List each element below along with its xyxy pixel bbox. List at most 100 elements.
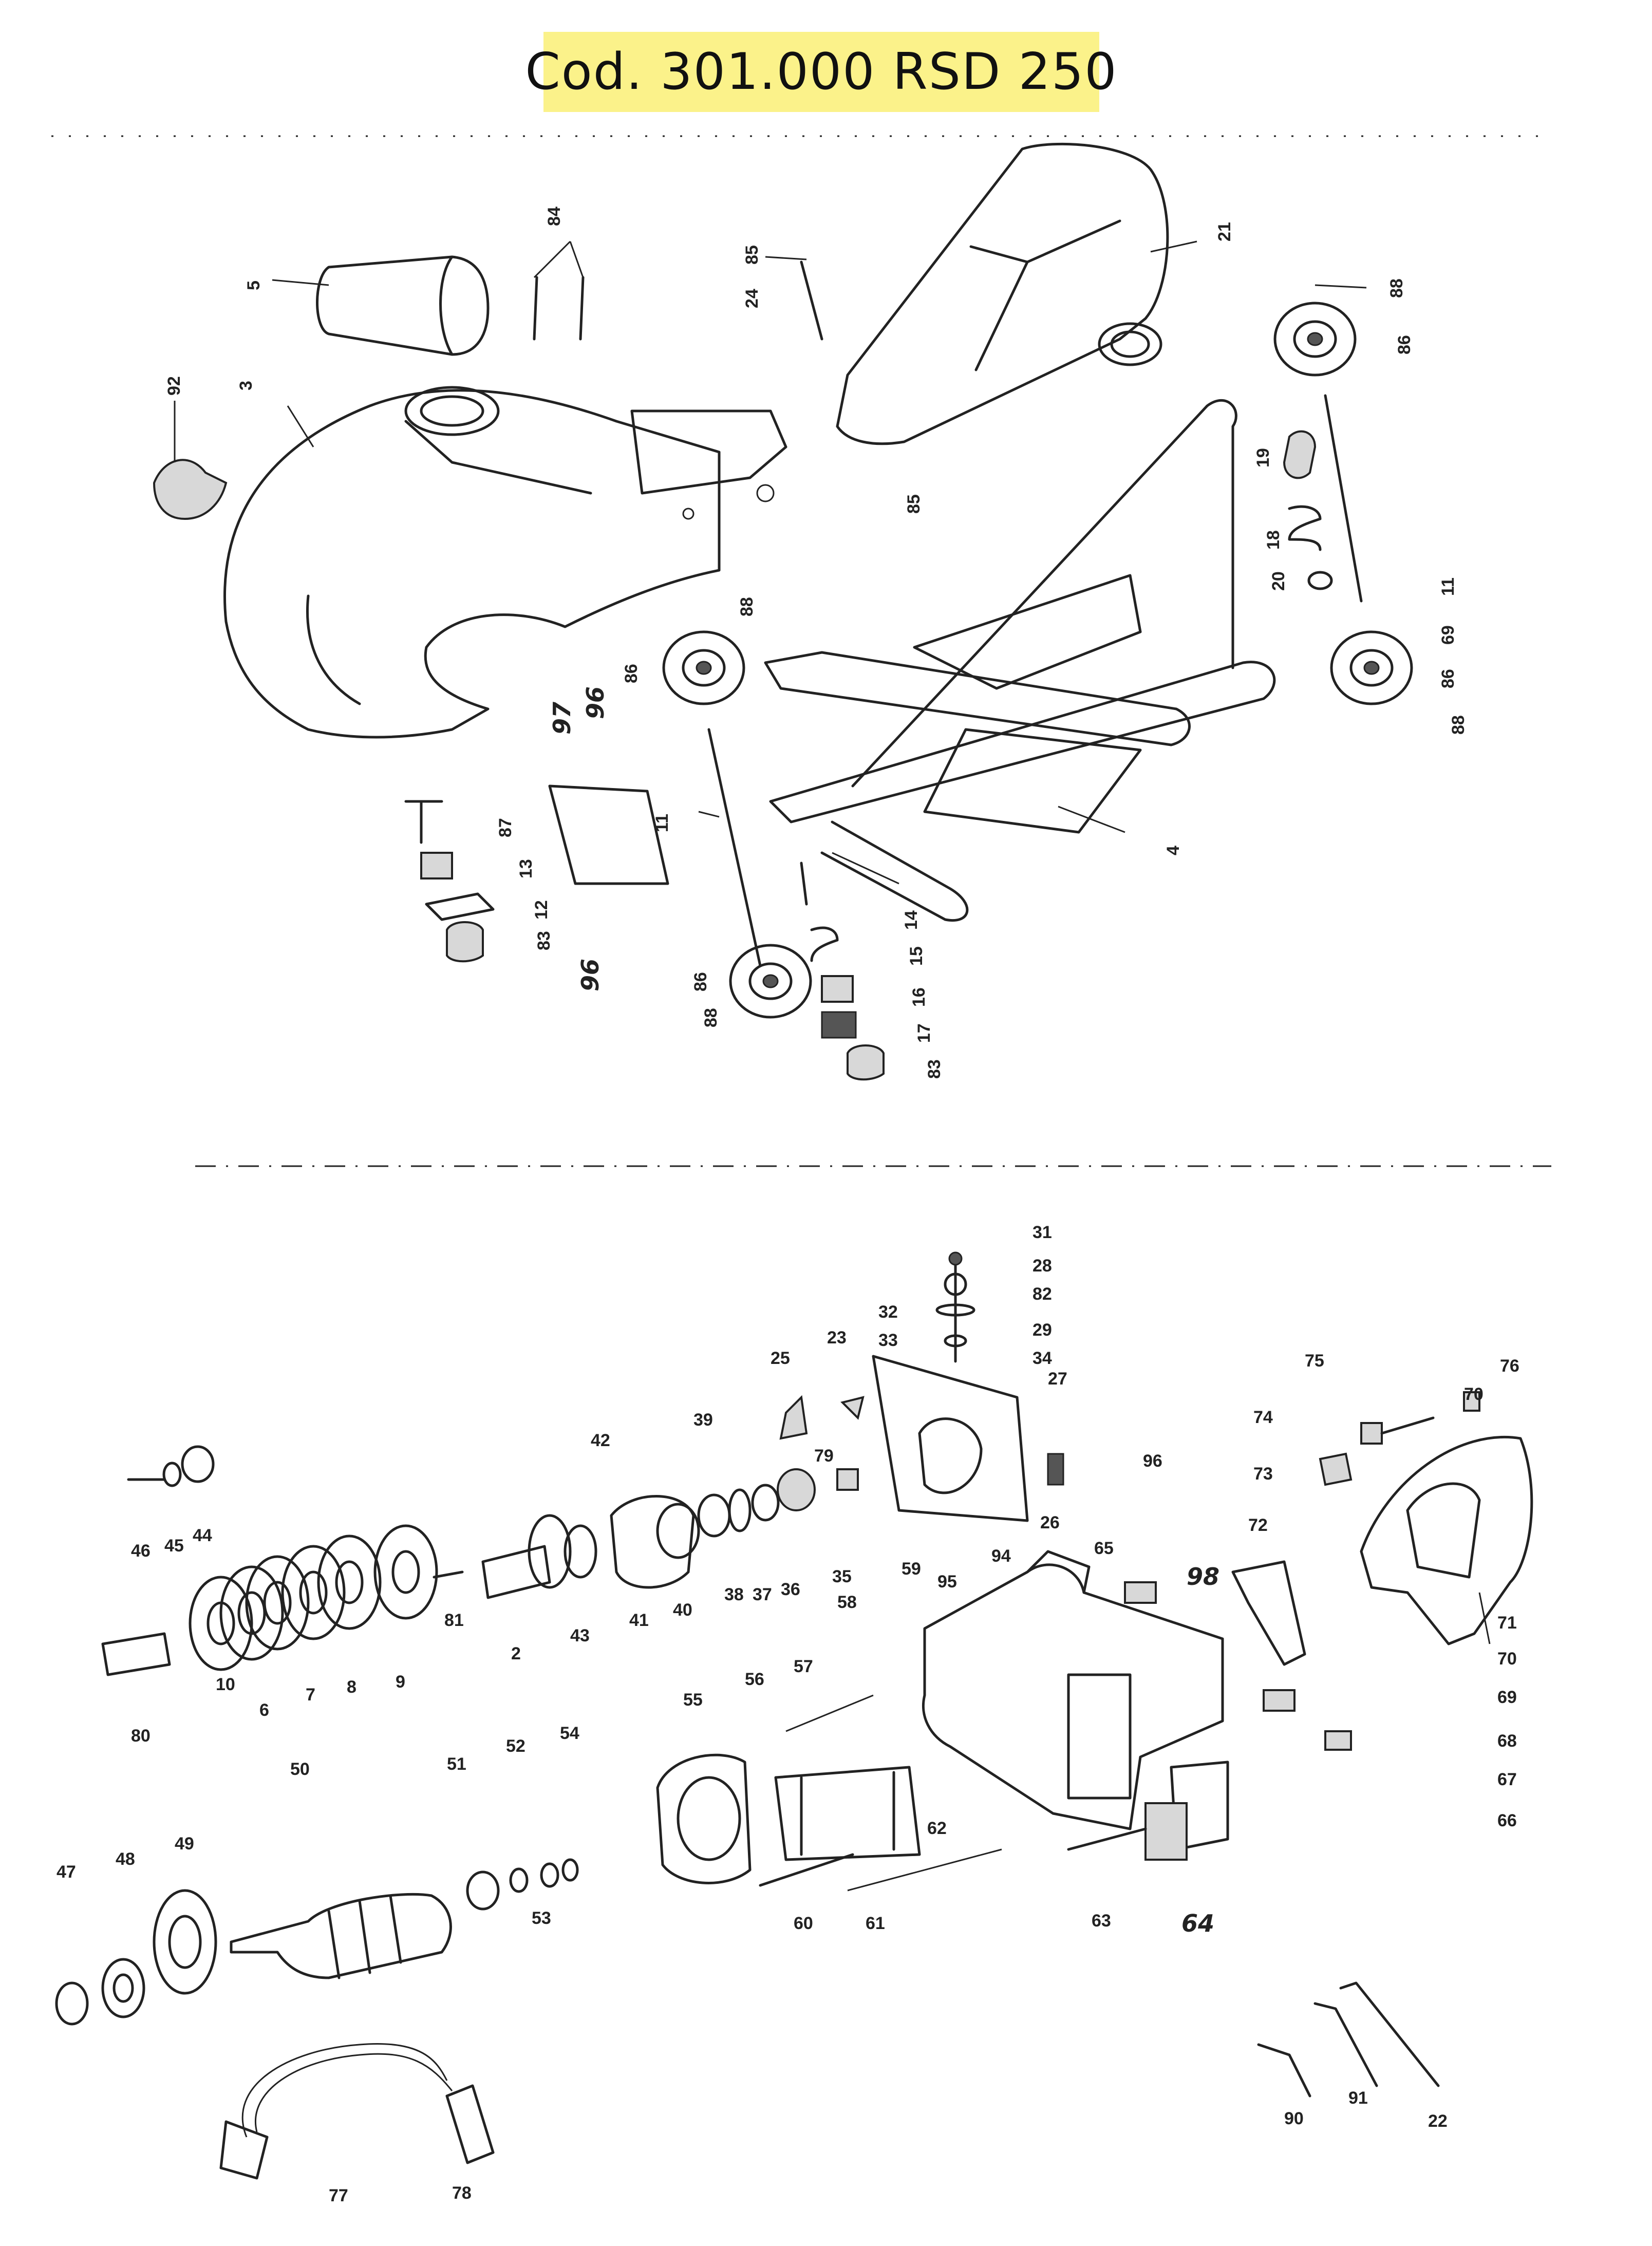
label-lower: 63 (1092, 1911, 1111, 1931)
upper-part-labels: 84 5 85 24 21 88 86 92 3 19 85 18 20 11 … (164, 207, 1468, 1079)
base-frame (764, 399, 1276, 922)
label-lower: 76 (1500, 1356, 1519, 1376)
label-lower: 70 (1464, 1384, 1484, 1404)
label-lower: 35 (832, 1567, 852, 1586)
label-lower: 45 (164, 1536, 184, 1556)
label-upper: 15 (907, 946, 926, 966)
label-lower: 79 (814, 1446, 834, 1466)
spring-15 (810, 926, 839, 962)
part-35 (836, 1468, 859, 1491)
label-upper: 88 (1387, 278, 1406, 298)
plate-12 (425, 892, 495, 921)
label-lower: 29 (1032, 1320, 1052, 1340)
bearing-stack (189, 1524, 438, 1671)
knob-83-left (446, 921, 484, 963)
label-lower: 28 (1032, 1256, 1052, 1276)
part-26 (1047, 1453, 1064, 1486)
ring-54 (561, 1858, 579, 1882)
label-lower: 43 (570, 1626, 590, 1645)
diagram-title: Cod. 301.000 RSD 250 (525, 43, 1118, 101)
switch-64 (1144, 1802, 1188, 1861)
label-upper: 88 (701, 1008, 721, 1027)
bushing-13 (420, 852, 453, 879)
end-bell-55 (656, 1753, 752, 1884)
plate-97 (548, 784, 669, 885)
label-lower: 58 (837, 1593, 857, 1612)
label-upper: 3 (236, 381, 256, 390)
label-upper: 84 (545, 207, 564, 226)
label-lower: 22 (1428, 2111, 1448, 2131)
label-lower: 27 (1048, 1369, 1067, 1389)
leader-lines (174, 240, 1491, 1644)
screw-80 (101, 1632, 171, 1676)
label-lower: 37 (753, 1585, 772, 1604)
stator-56 (774, 1766, 921, 1861)
shaft-11-right (1324, 394, 1363, 603)
rod-22 (1339, 1981, 1440, 2087)
gear-36 (777, 1468, 816, 1511)
bearing-47 (55, 1981, 89, 2026)
wire-61 (847, 1848, 1002, 1892)
rotor-50 (230, 1893, 452, 1979)
label-lower: 65 (1094, 1539, 1114, 1558)
label-lower: 55 (683, 1690, 703, 1710)
spindle-2 (481, 1545, 551, 1599)
label-upper: 21 (1215, 222, 1234, 241)
label-lower: 77 (329, 2186, 348, 2205)
label-lower: 56 (745, 1670, 764, 1689)
washer-20 (1307, 571, 1333, 590)
label-upper: 17 (914, 1023, 934, 1043)
washer-52 (509, 1867, 529, 1893)
nut-17 (821, 1011, 857, 1039)
cylinder-cover (316, 255, 490, 356)
screw-63 (1067, 1827, 1147, 1851)
blade-guard (223, 386, 787, 739)
label-lower: 91 (1348, 2088, 1368, 2108)
label-lower: 82 (1032, 1284, 1052, 1304)
label-lower: 98 (1187, 1563, 1219, 1590)
label-lower: 96 (1143, 1451, 1162, 1471)
wire-57 (785, 1694, 874, 1732)
gasket-40 (656, 1503, 700, 1559)
label-lower: 94 (991, 1546, 1011, 1566)
label-lower: 71 (1497, 1613, 1517, 1633)
label-upper: 96 (581, 686, 609, 719)
label-lower: 33 (878, 1331, 898, 1350)
wheel-86-upper-right (1273, 302, 1357, 377)
part-76 (1463, 1391, 1480, 1412)
label-upper: 13 (516, 859, 536, 878)
label-lower: 8 (347, 1677, 356, 1697)
cord-sleeve-78 (445, 2084, 495, 2164)
label-upper: 92 (164, 376, 184, 396)
label-upper: 97 (548, 702, 576, 735)
washer-45 (162, 1462, 182, 1487)
label-lower: 34 (1032, 1349, 1052, 1368)
bearing-39 (697, 1493, 731, 1538)
label-upper: 87 (496, 818, 515, 837)
lower-part-labels: 31 28 82 32 29 33 34 25 23 27 79 96 26 4… (57, 1223, 1519, 2205)
label-upper: 16 (909, 987, 929, 1007)
label-lower: 10 (216, 1675, 235, 1694)
label-upper: 18 (1264, 530, 1283, 550)
ring-38 (728, 1488, 752, 1532)
bearing-51 (466, 1870, 500, 1911)
label-upper: 86 (691, 972, 710, 991)
label-lower: 59 (902, 1559, 921, 1579)
label-lower: 64 (1181, 1910, 1214, 1937)
wheel-86-mid (662, 630, 745, 705)
label-lower: 44 (193, 1526, 212, 1545)
label-upper: 83 (925, 1059, 944, 1079)
label-upper: 24 (742, 289, 762, 308)
label-lower: 90 (1284, 2109, 1304, 2128)
screw-60 (759, 1853, 854, 1887)
label-lower: 70 (1497, 1649, 1517, 1669)
wheel-86-lower (729, 944, 812, 1019)
label-lower: 31 (1032, 1223, 1052, 1242)
screw-81 (433, 1570, 464, 1579)
fan-49 (153, 1889, 217, 1995)
pin-24 (800, 260, 823, 341)
label-lower: 72 (1248, 1515, 1268, 1535)
bearing-48 (101, 1958, 145, 2018)
label-upper: 20 (1269, 571, 1288, 591)
label-lower: 66 (1497, 1811, 1517, 1830)
